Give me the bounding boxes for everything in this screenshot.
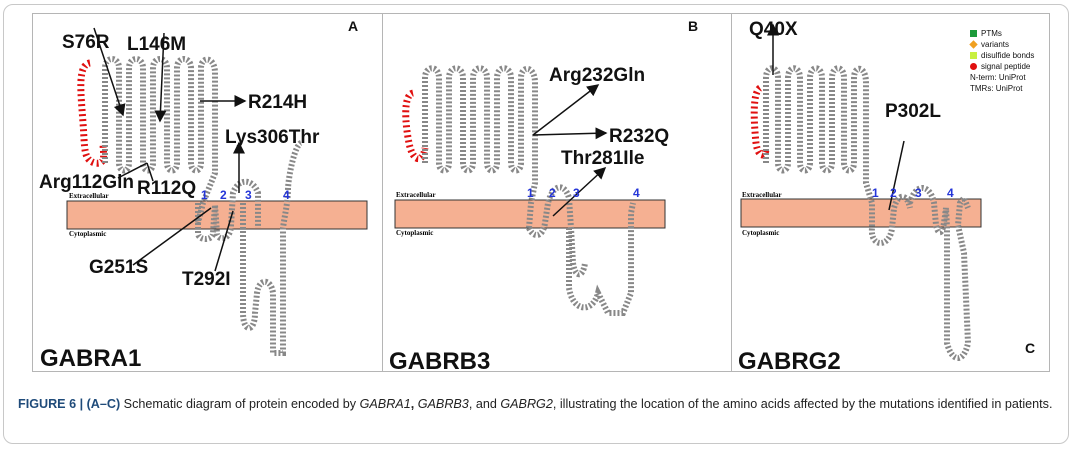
tm-number: 4	[283, 188, 290, 202]
tm-number: 1	[201, 188, 208, 202]
cytoplasmic-label: Cytoplasmic	[396, 229, 434, 237]
mutation-label: T292I	[182, 269, 231, 290]
legend-item: disulfide bonds	[970, 50, 1034, 61]
protein-chain-tm	[526, 184, 588, 278]
figure-panels-border	[32, 13, 1050, 372]
tm-number: 1	[527, 186, 534, 200]
legend-tmrs: TMRs: UniProt	[970, 84, 1023, 93]
tm-number: 3	[915, 186, 922, 200]
panel-b-diagram	[394, 65, 666, 316]
cytoplasmic-label: Cytoplasmic	[69, 230, 107, 238]
mutation-label: R232Q	[609, 126, 670, 147]
tm-number: 4	[633, 186, 640, 200]
protein-chain-loop	[566, 202, 636, 316]
legend: PTMs variants disulfide bonds signal pep…	[969, 28, 1034, 94]
mutation-label: G251S	[89, 257, 149, 278]
extracellular-label: Extracellular	[742, 191, 782, 199]
protein-chain-loop	[240, 140, 303, 356]
tm-number: 2	[220, 188, 227, 202]
protein-chain-tm	[195, 178, 261, 242]
legend-item: signal peptide	[970, 61, 1034, 72]
panel-letter: C	[1025, 340, 1036, 356]
signal-peptide	[750, 85, 770, 159]
mutation-label: L146M	[127, 34, 187, 55]
tm-number: 2	[890, 186, 897, 200]
panel-divider	[731, 13, 732, 372]
legend-item: PTMs	[970, 28, 1034, 39]
mutation-label: S76R	[62, 32, 110, 53]
figure-caption: FIGURE 6 | (A–C) Schematic diagram of pr…	[18, 397, 1053, 411]
signal-peptide	[77, 59, 108, 167]
mutation-label: Arg112Gln	[39, 172, 135, 193]
panel-a: A S76R L146M R214H Lys306Thr Arg112Gln R…	[33, 13, 382, 372]
gene-label: GABRB3	[389, 348, 491, 375]
protein-chain-loop	[907, 185, 972, 361]
mutation-label: Lys306Thr	[225, 127, 320, 148]
ptm-marker-icon	[970, 30, 977, 37]
mutation-label: Thr281Ile	[561, 148, 645, 169]
mutation-label: R112Q	[137, 178, 197, 199]
tm-number: 1	[872, 186, 879, 200]
panel-c-diagram	[740, 23, 982, 361]
panel-divider	[382, 13, 383, 372]
legend-item: variants	[969, 39, 1034, 50]
signal-peptide	[402, 89, 429, 163]
panel-letter: A	[348, 18, 359, 34]
membrane-band	[740, 198, 982, 228]
extracellular-label: Extracellular	[69, 192, 109, 200]
mutation-label: Q40X	[749, 19, 798, 40]
protein-chain	[763, 65, 913, 246]
panel-letter: B	[688, 18, 699, 34]
protein-chain	[422, 65, 538, 229]
cytoplasmic-label: Cytoplasmic	[742, 229, 780, 237]
signal-peptide-marker-icon	[970, 63, 977, 70]
legend-nterm: N-term: UniProt	[970, 73, 1026, 82]
gene-label: GABRG2	[738, 348, 841, 375]
gene-label: GABRA1	[40, 345, 142, 372]
mutation-label: Arg232Gln	[549, 65, 646, 86]
tm-number: 2	[549, 186, 556, 200]
extracellular-label: Extracellular	[396, 191, 436, 199]
mutation-label: R214H	[248, 92, 308, 113]
disulfide-marker-icon	[970, 52, 977, 59]
variant-marker-icon	[969, 40, 978, 49]
tm-number: 4	[947, 186, 954, 200]
tm-number: 3	[573, 186, 580, 200]
panel-b: B Arg232Gln R232Q Thr281Ile Extracellula…	[383, 13, 731, 375]
tm-number: 3	[245, 188, 252, 202]
caption-label: FIGURE 6 | (A–C)	[18, 397, 121, 411]
panel-a-diagram	[66, 27, 368, 356]
mutation-label: P302L	[885, 101, 941, 122]
panel-c: PTMs variants disulfide bonds signal pep…	[732, 13, 1050, 375]
